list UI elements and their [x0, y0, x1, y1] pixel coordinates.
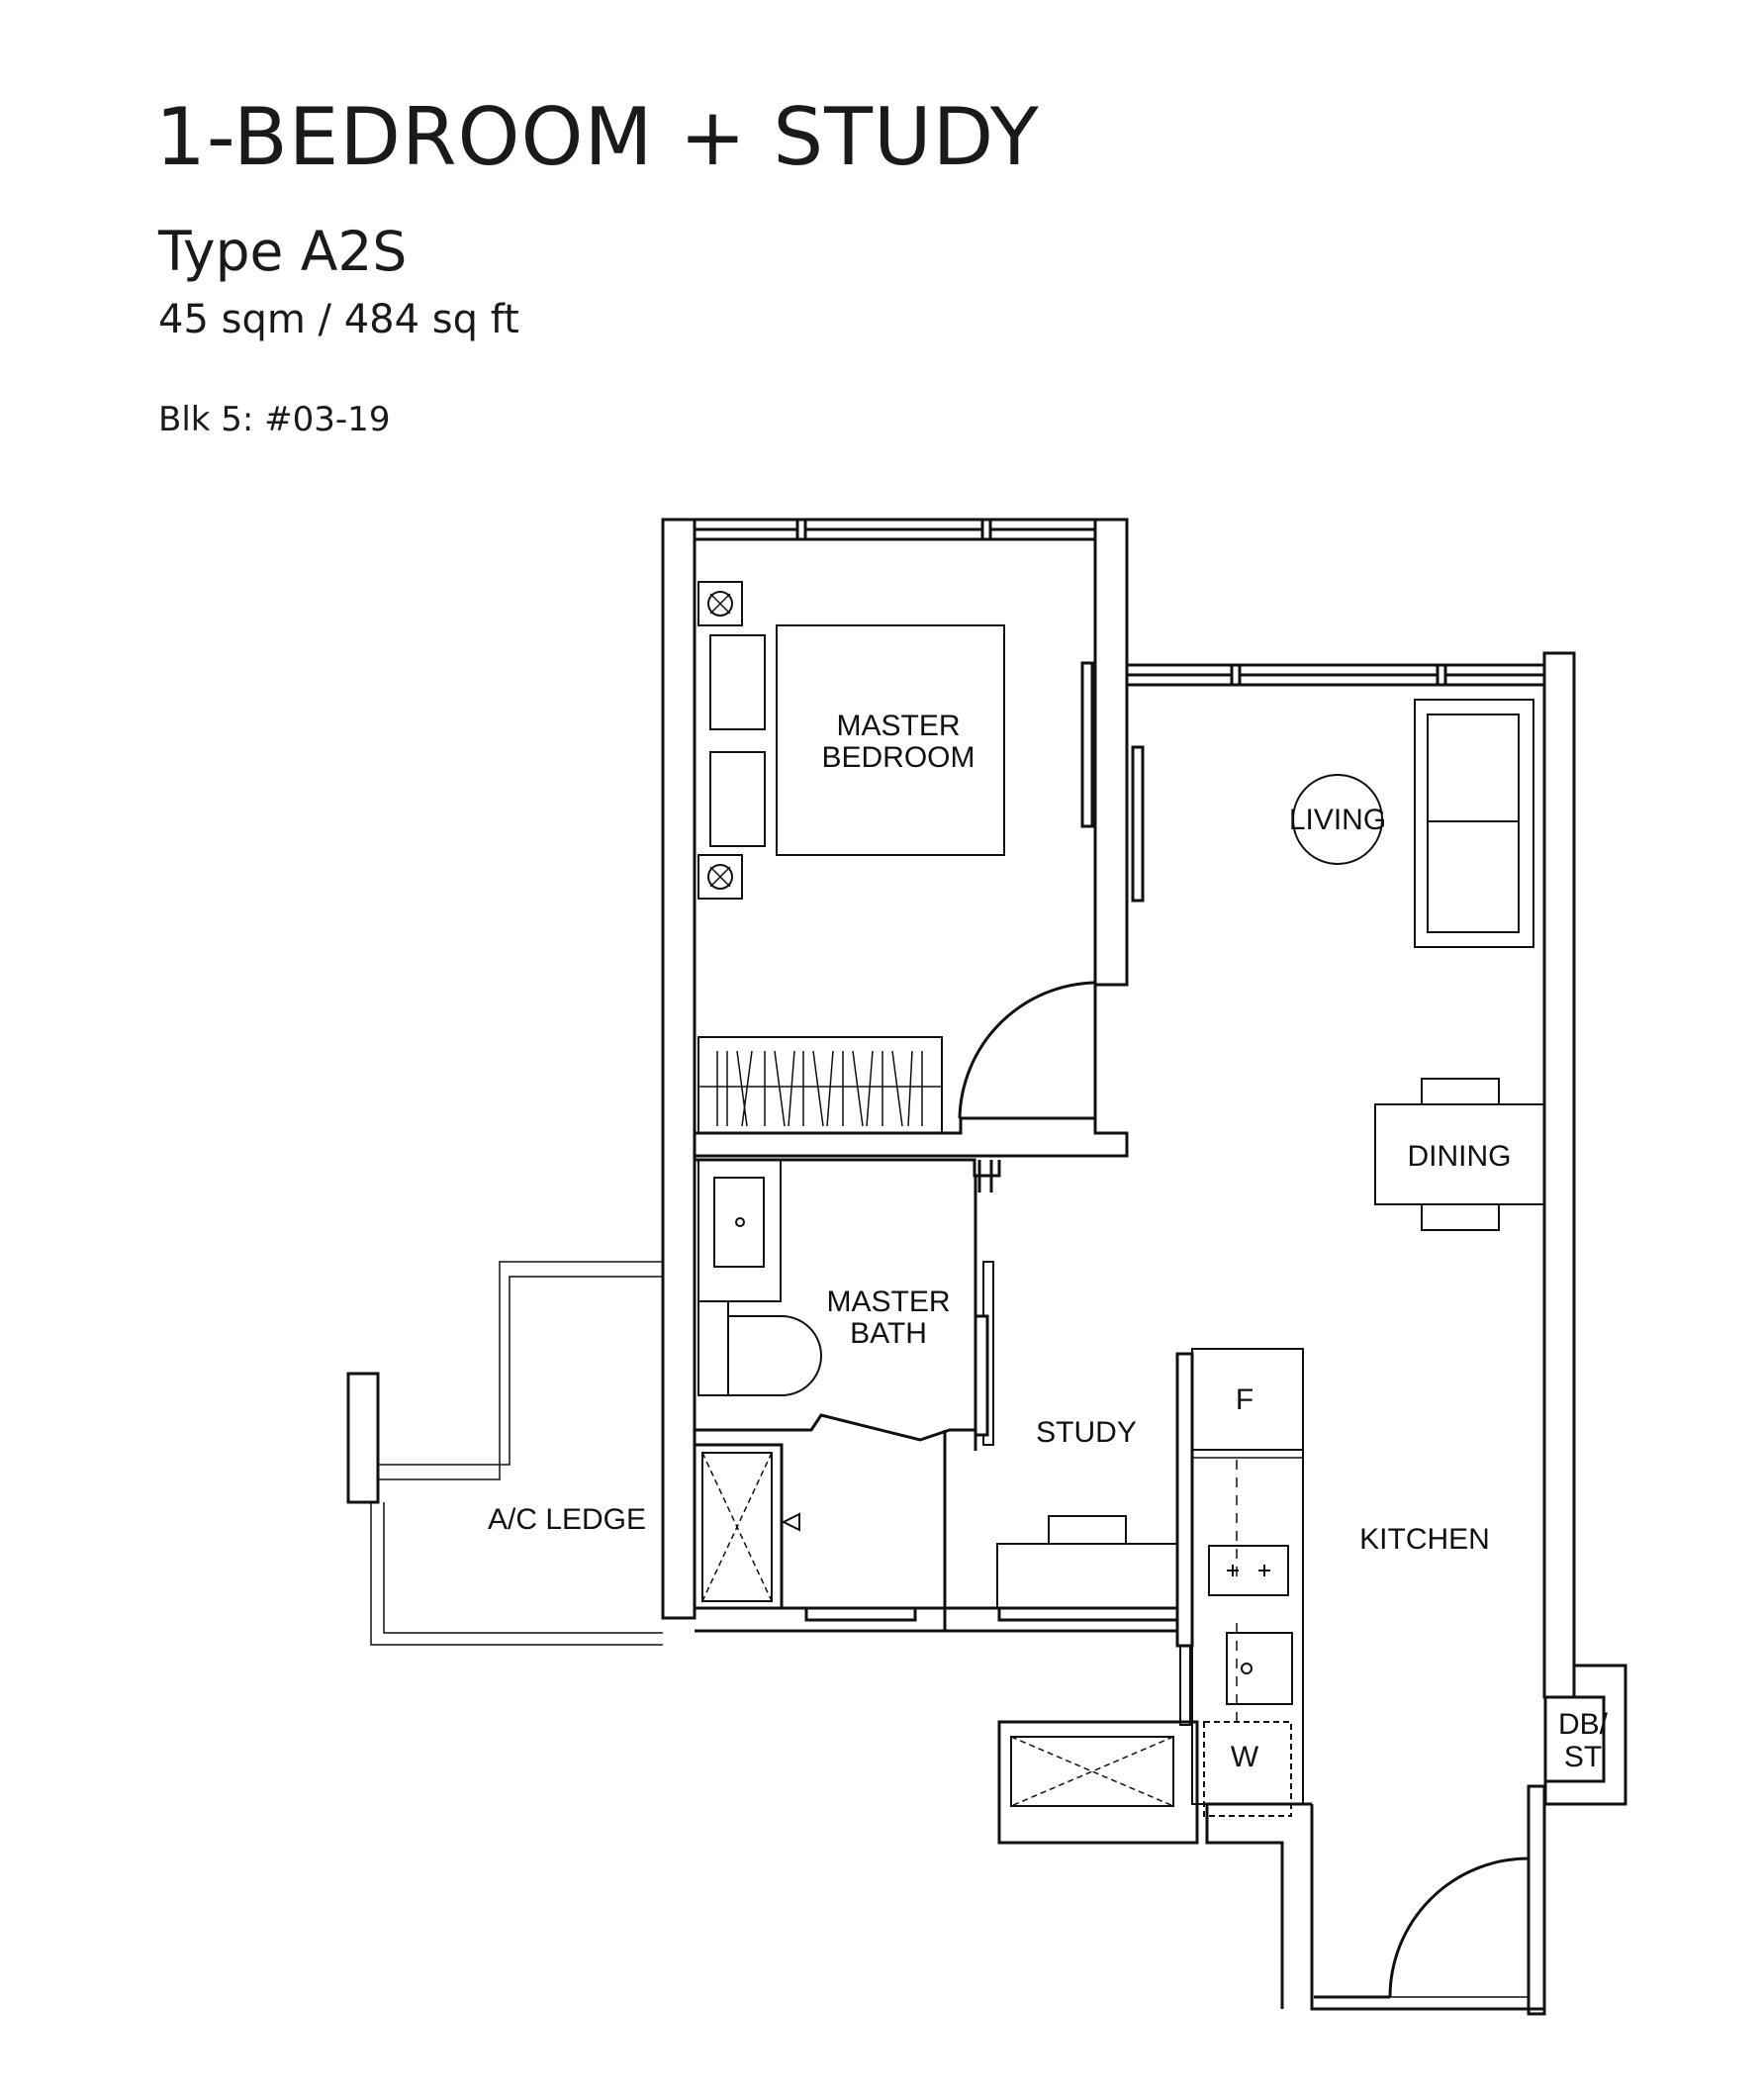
label-dbst-1: DB/	[1558, 1708, 1609, 1741]
page-title: 1-BEDROOM + STUDY	[155, 91, 1040, 183]
label-master-bedroom-2: BEDROOM	[821, 741, 975, 774]
wall	[661, 518, 696, 1620]
vanity	[697, 1159, 782, 1302]
label-master-bedroom-1: MASTER	[836, 710, 960, 742]
sofa	[1414, 699, 1534, 948]
label-ac-ledge: A/C LEDGE	[488, 1503, 646, 1536]
bedside-table	[697, 581, 743, 626]
washer	[1203, 1721, 1292, 1817]
hob	[1208, 1545, 1289, 1596]
label-study: STUDY	[1036, 1416, 1137, 1449]
label-master-bath-2: BATH	[850, 1317, 927, 1350]
wall	[1175, 1352, 1194, 1648]
label-washer: W	[1231, 1741, 1259, 1773]
label-kitchen: KITCHEN	[1359, 1523, 1490, 1556]
sink	[1226, 1632, 1293, 1705]
label-master-bath-1: MASTER	[826, 1286, 950, 1318]
shoe-cabinet	[997, 1720, 1199, 1845]
label-dining: DINING	[1408, 1140, 1512, 1173]
study-desk	[996, 1543, 1178, 1609]
label-fridge: F	[1236, 1383, 1253, 1416]
label-dbst-2: ST	[1564, 1741, 1602, 1773]
ac-ledge-pipe	[346, 1372, 380, 1504]
unit-area: 45 sqm / 484 sq ft	[158, 297, 519, 342]
bedside-table	[697, 854, 743, 900]
door-swing	[958, 981, 1096, 1119]
unit-type: Type A2S	[158, 220, 408, 283]
unit-number: Blk 5: #03-19	[158, 400, 391, 439]
wall	[1093, 518, 1129, 987]
shower	[701, 1452, 773, 1602]
wall	[1542, 651, 1576, 1699]
wardrobe	[697, 1036, 943, 1134]
label-living: LIVING	[1289, 804, 1386, 836]
door-swing	[1388, 1857, 1530, 1998]
